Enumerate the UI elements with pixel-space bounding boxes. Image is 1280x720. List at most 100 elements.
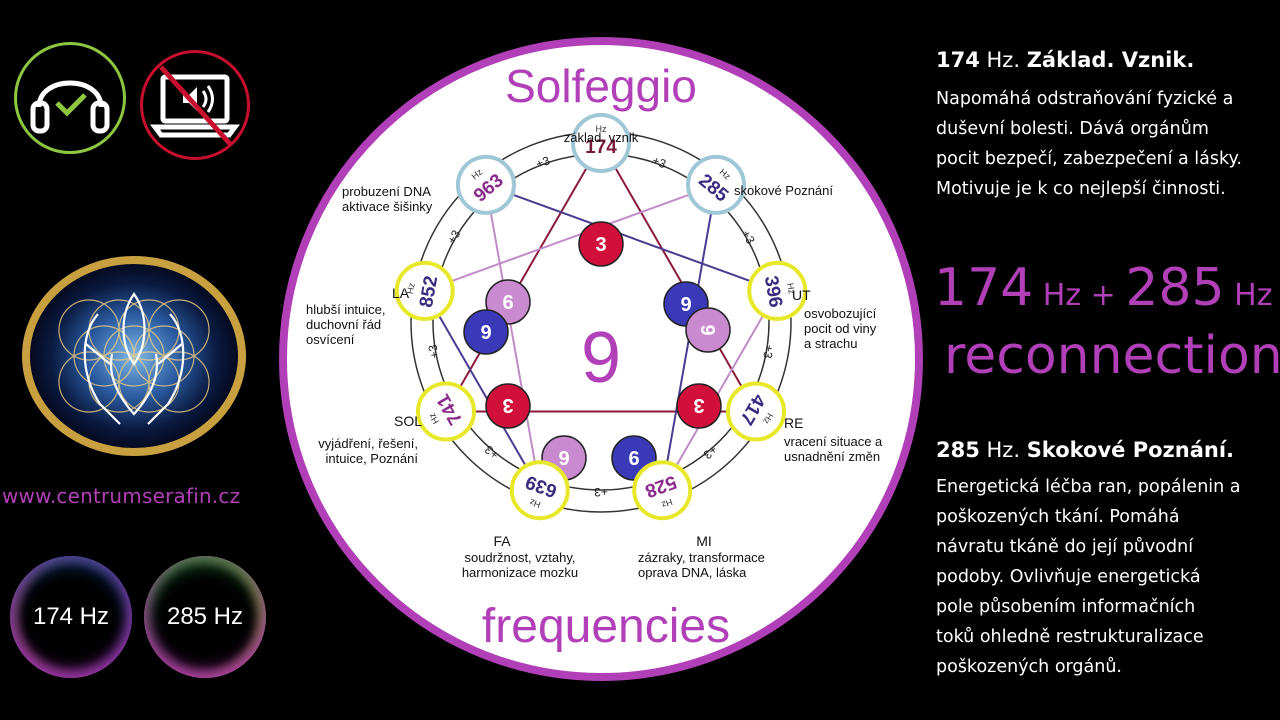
hexad-line bbox=[423, 290, 541, 491]
note-sol: SOL bbox=[394, 413, 422, 429]
formula-a-unit: Hz bbox=[1033, 278, 1082, 313]
label-741: intuice, Poznání bbox=[325, 451, 418, 466]
label-963: aktivace šišinky bbox=[342, 199, 433, 214]
hz-label: Hz bbox=[785, 282, 797, 295]
formula-b-unit: Hz bbox=[1224, 278, 1273, 313]
no-speaker-badge bbox=[140, 50, 250, 160]
note-re: RE bbox=[784, 415, 803, 431]
hexad-line bbox=[661, 290, 779, 491]
label-528: oprava DNA, láska bbox=[638, 565, 747, 580]
website-link[interactable]: www.centrumserafin.cz bbox=[2, 484, 241, 508]
note-la: LA bbox=[392, 285, 410, 301]
info2-line: poškozených orgánů. bbox=[936, 657, 1122, 677]
reconnection-text: reconnection bbox=[944, 326, 1280, 386]
diagram-title-top: Solfeggio bbox=[505, 60, 697, 112]
plus-three-label: +3 bbox=[444, 227, 463, 246]
headphones-badge bbox=[14, 42, 126, 154]
info2-line: návratu tkáně do její původní bbox=[936, 537, 1194, 557]
note-ut: UT bbox=[792, 287, 811, 303]
info1-heading: 174 Hz. Základ. Vznik. bbox=[936, 48, 1276, 72]
label-639: soudržnost, vztahy, bbox=[464, 550, 575, 565]
label-396: osvobozující bbox=[804, 306, 877, 321]
label-852: duchovní řád bbox=[306, 317, 381, 332]
plus-three-label: +3 bbox=[739, 228, 758, 247]
triangle-369 bbox=[444, 141, 758, 413]
laptop-speaker-muted-icon bbox=[150, 65, 240, 147]
flower-of-life-logo bbox=[20, 254, 248, 458]
info2-line: poškozených tkání. Pomáhá bbox=[936, 507, 1180, 527]
number-ball: 6 bbox=[463, 309, 509, 355]
number-ball: 3 bbox=[578, 221, 624, 267]
hz-label: Hz bbox=[761, 411, 775, 426]
hexad-line bbox=[485, 183, 778, 292]
plus-three-label: +3 bbox=[650, 153, 668, 171]
note-mi: MI bbox=[696, 533, 712, 549]
label-285: skokové Poznání bbox=[734, 183, 833, 198]
info1-description: Napomáhá odstraňování fyzické a duševní … bbox=[936, 84, 1276, 204]
label-852: osvícení bbox=[306, 332, 355, 347]
hz-label: Hz bbox=[596, 124, 607, 134]
info1-line: Napomáhá odstraňování fyzické a bbox=[936, 89, 1234, 109]
info2-description: Energetická léčba ran, popálenin a poško… bbox=[936, 472, 1276, 682]
hz-label: Hz bbox=[660, 497, 674, 510]
diagram-title-bottom: frequencies bbox=[482, 600, 730, 653]
ball-digit: 6 bbox=[680, 292, 691, 314]
info1-title: Základ. Vznik. bbox=[1026, 48, 1195, 72]
info2-hz-value: 285 bbox=[936, 438, 980, 462]
label-639: harmonizace mozku bbox=[462, 565, 578, 580]
info1-hz-value: 174 bbox=[936, 48, 980, 72]
label-741: vyjádření, řešení, bbox=[318, 436, 418, 451]
frequency-orb-285: 285 Hz bbox=[144, 556, 266, 678]
ball-digit: 3 bbox=[693, 394, 704, 416]
label-963: probuzení DNA bbox=[342, 184, 431, 199]
note-fa: FA bbox=[493, 533, 511, 549]
label-417: usnadnění změn bbox=[784, 449, 880, 464]
info2-title: Skokové Poznání. bbox=[1026, 438, 1235, 462]
info2-line: Energetická léčba ran, popálenin a bbox=[936, 477, 1241, 497]
info1-line: duševní bolesti. Dává orgánům bbox=[936, 119, 1209, 139]
diagram-outer-circle bbox=[279, 37, 923, 681]
number-ball: 3 bbox=[676, 383, 722, 429]
frequency-node-174: Hz 174 bbox=[571, 113, 631, 173]
info1-hz-unit: Hz. bbox=[979, 48, 1027, 72]
ball-digit: 3 bbox=[502, 394, 513, 416]
label-528: zázraky, transformace bbox=[638, 550, 765, 565]
info2-line: pole působením informačních bbox=[936, 597, 1196, 617]
info1-line: Motivuje je k co nejlepší činnosti. bbox=[936, 179, 1226, 199]
hz-label: Hz bbox=[528, 497, 542, 510]
frequency-orb-174: 174 Hz bbox=[10, 556, 132, 678]
label-396: pocit od viny bbox=[804, 321, 877, 336]
formula-b: 285 bbox=[1125, 258, 1225, 318]
info2-heading: 285 Hz. Skokové Poznání. bbox=[936, 438, 1276, 462]
label-417: vracení situace a bbox=[784, 434, 883, 449]
plus-three-label: +3 bbox=[594, 485, 608, 499]
label-852: hlubší intuice, bbox=[306, 302, 386, 317]
center-number: 9 bbox=[581, 318, 621, 398]
plus-three-label: +3 bbox=[425, 343, 441, 359]
label-396: a strachu bbox=[804, 336, 857, 351]
hz-label: Hz bbox=[427, 411, 441, 426]
node-value: 174 bbox=[585, 137, 617, 158]
plus-three-label: +3 bbox=[760, 344, 776, 360]
hexad-line bbox=[484, 184, 541, 491]
frequency-formula: 174 Hz + 285 Hz bbox=[934, 258, 1272, 318]
formula-a: 174 bbox=[934, 258, 1034, 318]
headphones-icon bbox=[30, 80, 110, 134]
ball-digit: 9 bbox=[696, 324, 718, 335]
hz-label: Hz bbox=[405, 282, 417, 295]
number-ball: 3 bbox=[485, 383, 531, 429]
info2-hz-unit: Hz. bbox=[979, 438, 1027, 462]
ball-digit: 6 bbox=[480, 320, 491, 342]
info1-line: pocit bezpečí, zabezpečení a lásky. bbox=[936, 149, 1242, 169]
ball-digit: 9 bbox=[558, 448, 569, 470]
ball-digit: 3 bbox=[595, 234, 606, 256]
orb-label: 285 Hz bbox=[166, 603, 244, 630]
